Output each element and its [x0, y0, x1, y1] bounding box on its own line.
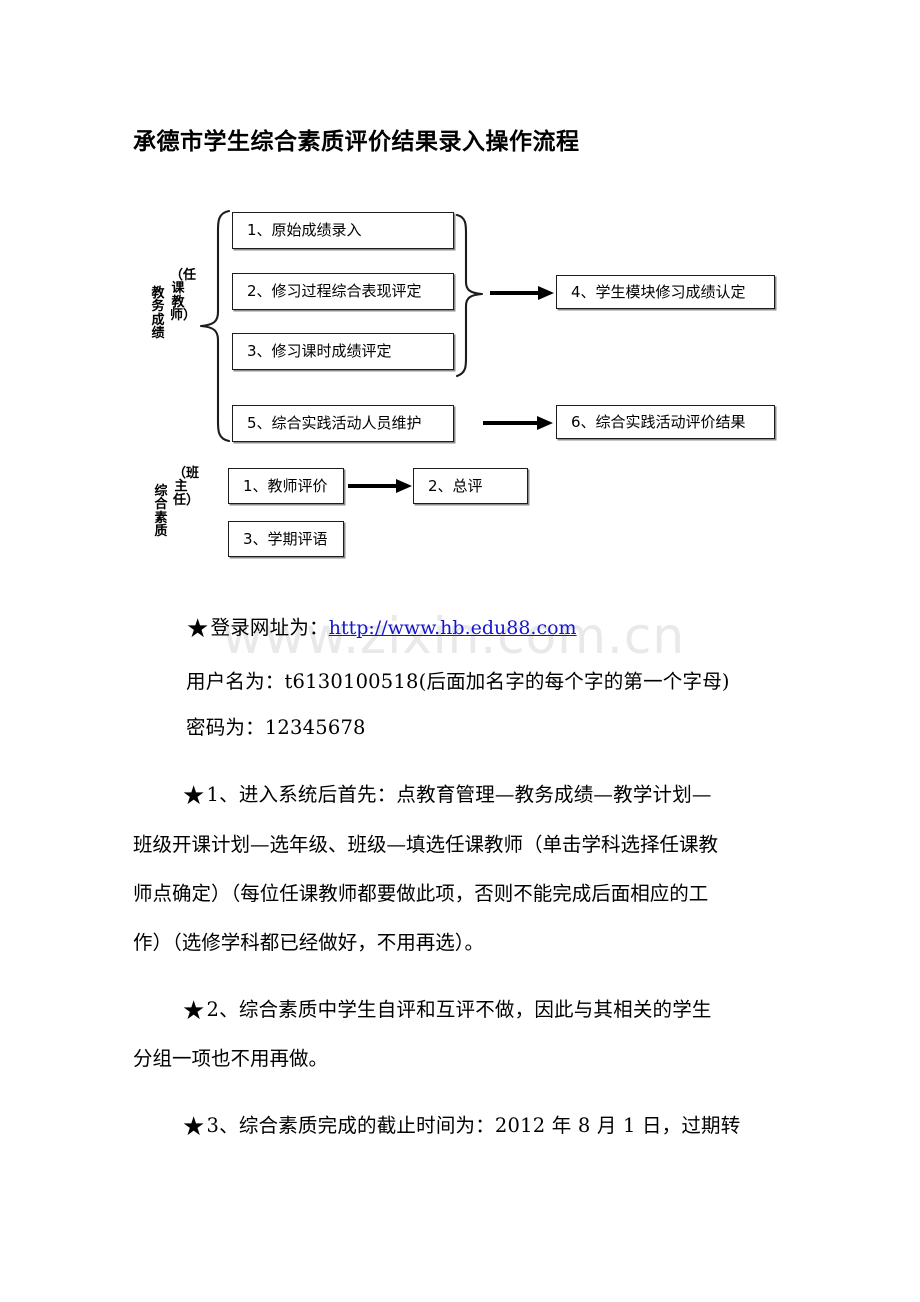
flow-box-c2-label: 2、总评	[428, 476, 483, 495]
username-line: 用户名为：t6130100518(后面加名字的每个字的第一个字母)	[186, 670, 730, 693]
group-label-zonghesuzhi: 综合素质	[154, 484, 168, 539]
flow-box-c1[interactable]: 1、教师评价	[228, 468, 344, 504]
flow-box-2-label: 2、修习过程综合表现评定	[247, 282, 422, 300]
flow-box-5-label: 5、综合实践活动人员维护	[247, 414, 422, 432]
star-bullet-icon: ★	[182, 996, 206, 1026]
item-1-line-3: 师点确定）（每位任课教师都要做此项，否则不能完成后面相应的工	[133, 882, 709, 905]
group-role-renkejiaoshi: （任课教师）	[170, 268, 197, 323]
login-url-line: ★登录网址为：http://www.hb.edu88.com	[186, 611, 577, 642]
flow-box-c3[interactable]: 3、学期评语	[228, 521, 344, 557]
item-2-line-2: 分组一项也不用再做。	[133, 1047, 329, 1070]
left-brace-upper	[199, 209, 231, 443]
item-2-line-1: ★2、综合素质中学生自评和互评不做，因此与其相关的学生	[182, 993, 712, 1024]
flow-box-c3-label: 3、学期评语	[243, 529, 328, 548]
arrow-to-box-4	[490, 286, 554, 300]
page-title: 承德市学生综合素质评价结果录入操作流程	[133, 129, 580, 155]
star-bullet-icon: ★	[182, 781, 206, 811]
flow-box-3[interactable]: 3、修习课时成绩评定	[232, 333, 454, 370]
item-1-text-1: 1、进入系统后首先：点教育管理—教务成绩—教学计划—	[206, 783, 712, 806]
item-3-line-1: ★3、综合素质完成的截止时间为：2012 年 8 月 1 日，过期转	[182, 1109, 740, 1140]
arrow-to-box-c2	[348, 479, 412, 493]
flow-box-3-label: 3、修习课时成绩评定	[247, 342, 392, 360]
flow-box-c1-label: 1、教师评价	[243, 476, 328, 495]
star-bullet-icon: ★	[182, 1112, 206, 1142]
item-3-text-1: 3、综合素质完成的截止时间为：2012 年 8 月 1 日，过期转	[206, 1114, 741, 1137]
flow-box-4-label: 4、学生模块修习成绩认定	[571, 282, 746, 301]
arrow-to-box-6	[483, 416, 553, 430]
star-bullet-icon: ★	[186, 614, 210, 644]
flow-box-c2[interactable]: 2、总评	[413, 468, 528, 504]
flow-box-5[interactable]: 5、综合实践活动人员维护	[232, 405, 454, 442]
group-label-jiaowuchengji: 教务成绩	[151, 286, 165, 341]
group-role-banzhuren: （班主任）	[173, 466, 200, 508]
login-url-link[interactable]: http://www.hb.edu88.com	[328, 617, 577, 639]
process-flowchart: 教务成绩 （任课教师） 1、原始成绩录入 2、修习过程综合表现评定 3、修习课时…	[0, 0, 920, 600]
flow-box-1[interactable]: 1、原始成绩录入	[232, 212, 454, 249]
item-1-line-2: 班级开课计划—选年级、班级—填选任课教师（单击学科选择任课教	[133, 833, 719, 856]
flow-box-6-label: 6、综合实践活动评价结果	[571, 412, 746, 431]
flow-box-2[interactable]: 2、修习过程综合表现评定	[232, 273, 454, 310]
password-line: 密码为：12345678	[186, 716, 366, 739]
right-brace-group-123	[455, 213, 484, 378]
flow-box-4[interactable]: 4、学生模块修习成绩认定	[556, 275, 775, 309]
flow-box-1-label: 1、原始成绩录入	[247, 221, 362, 239]
item-1-line-4: 作）（选修学科都已经做好，不用再选）。	[133, 931, 485, 954]
item-1-line-1: ★1、进入系统后首先：点教育管理—教务成绩—教学计划—	[182, 778, 712, 809]
flow-box-6[interactable]: 6、综合实践活动评价结果	[556, 405, 775, 439]
login-url-label: 登录网址为：	[210, 616, 329, 639]
item-2-text-1: 2、综合素质中学生自评和互评不做，因此与其相关的学生	[206, 998, 712, 1021]
